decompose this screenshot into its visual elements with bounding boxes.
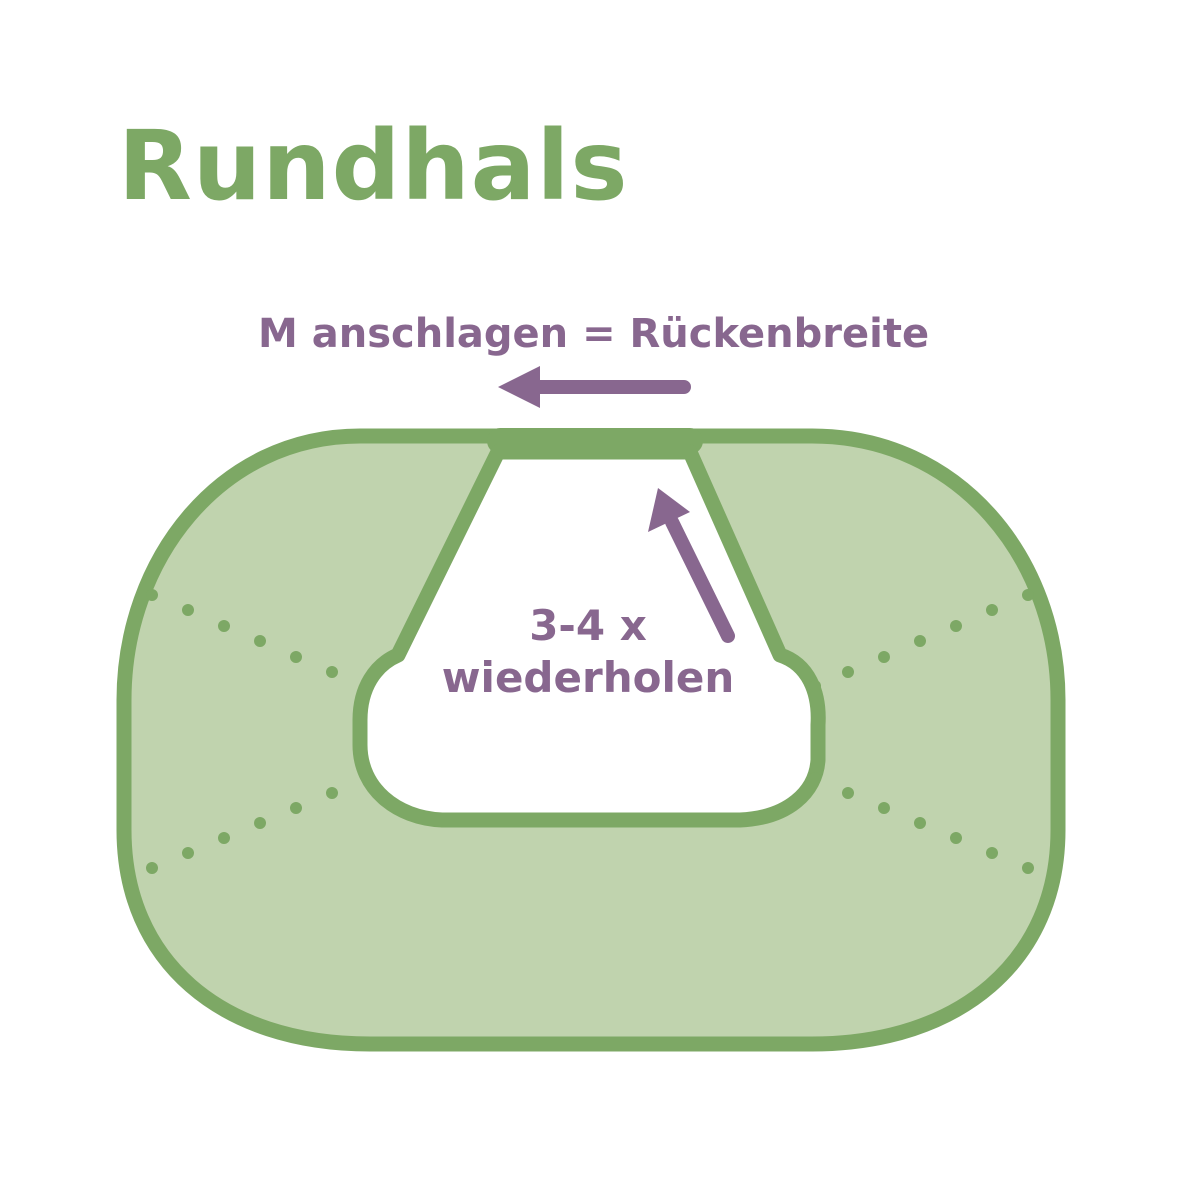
dot [254, 635, 266, 647]
dot [146, 862, 158, 874]
dot [290, 651, 302, 663]
dot [842, 787, 854, 799]
dot [218, 832, 230, 844]
repeat-label: 3-4 x wiederholen [388, 600, 788, 704]
dot [326, 787, 338, 799]
dot [254, 817, 266, 829]
dot [809, 772, 821, 784]
dot [878, 651, 890, 663]
dot [986, 604, 998, 616]
diagram-title: Rundhals [118, 110, 629, 222]
dot [146, 589, 158, 601]
dot [1022, 589, 1034, 601]
dot [986, 847, 998, 859]
dot [182, 847, 194, 859]
dot [218, 620, 230, 632]
raglan-dots [146, 589, 1034, 874]
dot [842, 666, 854, 678]
dot [1022, 862, 1034, 874]
dot [326, 666, 338, 678]
cast-on-label: M anschlagen = Rückenbreite [258, 311, 930, 357]
neck-opening [352, 444, 826, 828]
repeat-label-line-1: 3-4 x [529, 601, 647, 650]
cast-on-arrow [498, 366, 691, 408]
dot [914, 817, 926, 829]
dot [809, 680, 821, 692]
dot [878, 802, 890, 814]
dot [290, 802, 302, 814]
repeat-label-line-2: wiederholen [441, 653, 735, 702]
dot [182, 604, 194, 616]
dot [914, 635, 926, 647]
dot [950, 620, 962, 632]
repeat-arrow [648, 488, 735, 643]
dot [950, 832, 962, 844]
